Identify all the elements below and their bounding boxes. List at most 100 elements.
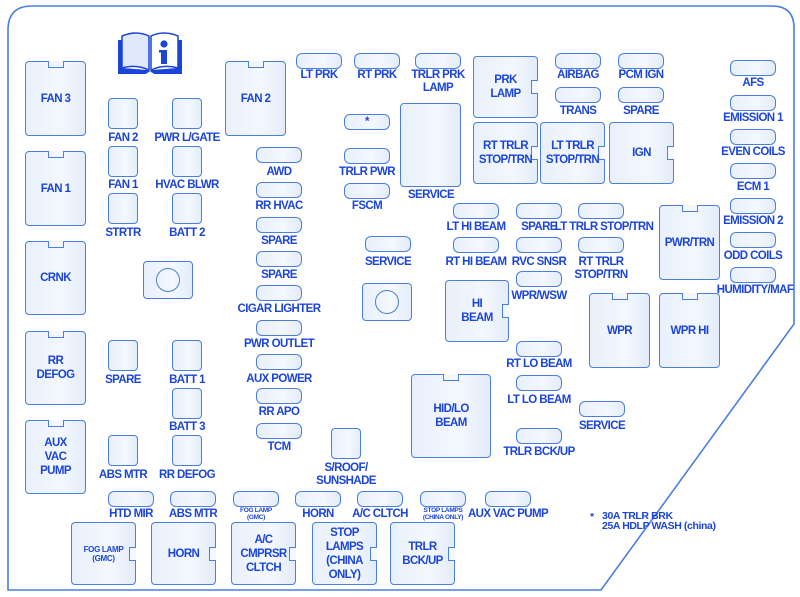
fuse-odd-coils[interactable]	[730, 232, 776, 248]
fuse-pcm-ign[interactable]	[618, 53, 664, 69]
footnote-line: 30A TRLR BRK	[602, 510, 673, 522]
fuse-label: RT LO BEAM	[506, 358, 572, 370]
fuse-rr-defog-square[interactable]	[172, 435, 202, 466]
fuse-aux-power[interactable]	[256, 354, 302, 370]
relay-wpr-hi[interactable]: WPR HI	[659, 293, 720, 368]
relay-horn[interactable]: HORN	[151, 522, 216, 585]
relay-label: LT TRLR STOP/TRN	[545, 140, 600, 166]
fuse-rt-trlr-stop-trn[interactable]	[578, 237, 624, 253]
fuse-label: RR DEFOG	[159, 469, 216, 481]
fuse-awd[interactable]	[256, 147, 302, 163]
relay-label: A/C CMPRSR CLTCH	[240, 533, 287, 574]
fuse-lt-prk[interactable]	[296, 53, 342, 69]
fuse-trlr-bck-up[interactable]	[516, 428, 562, 444]
fuse-pwr-outlet[interactable]	[256, 320, 302, 336]
relay-hid-lo-beam[interactable]: HID/LO BEAM	[411, 374, 491, 458]
relay-lt-trlr-stop-trn[interactable]: LT TRLR STOP/TRN	[540, 122, 605, 184]
fuse-htd-mir[interactable]	[108, 491, 154, 507]
fuse-strtr[interactable]	[108, 193, 138, 224]
relay-ign[interactable]: IGN	[609, 122, 674, 184]
fuse-label: FAN 1	[108, 179, 138, 191]
star-icon: *	[590, 511, 594, 523]
fuse-cigar-lighter[interactable]	[256, 285, 302, 301]
fuse-airbag[interactable]	[555, 53, 601, 69]
fuse-lt-trlr-stop-trn[interactable]	[578, 203, 624, 219]
fuse-trlr-pwr[interactable]	[344, 148, 390, 164]
fuse-aux-vac-pump-mini[interactable]	[485, 491, 531, 507]
fuse-spare-1[interactable]	[256, 217, 302, 233]
relay-pwr-trn[interactable]: PWR/TRN	[659, 205, 720, 280]
fuse-batt-3[interactable]	[172, 388, 202, 419]
fuse-emission-2[interactable]	[730, 198, 776, 214]
relay-trlr-bck-up[interactable]: TRLR BCK/UP	[390, 522, 455, 585]
fuse-star-trlr-brk[interactable]: *	[344, 114, 390, 130]
fuse-label: EVEN COILS	[721, 146, 785, 158]
fuse-ac-cltch[interactable]	[357, 491, 403, 507]
stud-center	[362, 283, 412, 321]
fuse-spare-square[interactable]	[108, 340, 138, 371]
relay-fan-2[interactable]: FAN 2	[225, 61, 286, 136]
relay-fan-3[interactable]: FAN 3	[25, 61, 86, 136]
relay-stop-lamps-china[interactable]: STOP LAMPS (CHINA ONLY)	[312, 522, 377, 585]
fuse-lt-lo-beam[interactable]	[516, 375, 562, 391]
fuse-rr-hvac[interactable]	[256, 182, 302, 198]
relay-aux-vac-pump[interactable]: AUX VAC PUMP	[25, 420, 86, 494]
relay-fog-lamp-gmc[interactable]: FOG LAMP (GMC)	[71, 522, 136, 585]
fuse-trlr-prk-lamp[interactable]	[415, 53, 461, 69]
relay-tab	[289, 546, 296, 561]
fuse-sroof-sunshade[interactable]	[331, 428, 361, 459]
fuse-abs-mtr-mini[interactable]	[170, 491, 216, 507]
fuse-rt-lo-beam[interactable]	[516, 341, 562, 357]
fuse-label: SPARE	[261, 235, 297, 247]
relay-wpr[interactable]: WPR	[589, 293, 650, 368]
fuse-tcm[interactable]	[256, 423, 302, 439]
fuse-horn-mini[interactable]	[295, 491, 341, 507]
relay-fan-1[interactable]: FAN 1	[25, 151, 86, 226]
fuse-spare-right[interactable]	[618, 87, 664, 103]
fuse-rvc-snsr[interactable]	[516, 237, 562, 253]
relay-crnk[interactable]: CRNK	[25, 241, 86, 315]
fuse-batt-2[interactable]	[172, 193, 202, 224]
fuse-humidity-maf[interactable]	[730, 267, 776, 283]
relay-rt-trlr-stop-trn[interactable]: RT TRLR STOP/TRN	[473, 122, 538, 184]
fuse-hvac-blwr[interactable]	[172, 146, 202, 177]
fuse-stop-lamps-china-mini[interactable]	[420, 491, 466, 507]
relay-prk-lamp[interactable]: PRK LAMP	[473, 56, 538, 118]
fuse-wpr-wsw[interactable]	[516, 271, 562, 287]
fuse-rt-hi-beam[interactable]	[453, 237, 499, 253]
fuse-even-coils[interactable]	[730, 129, 776, 145]
fuse-lt-hi-beam[interactable]	[453, 203, 499, 219]
service-block[interactable]	[400, 103, 461, 187]
fuse-fan-2-square[interactable]	[108, 98, 138, 129]
relay-rr-defog[interactable]: RR DEFOG	[25, 331, 86, 405]
relay-tab	[47, 151, 64, 158]
fuse-emission-1[interactable]	[730, 95, 776, 111]
relay-hi-beam[interactable]: HI BEAM	[445, 280, 509, 342]
fuse-ecm-1[interactable]	[730, 163, 776, 179]
relay-label: FAN 2	[240, 92, 271, 105]
relay-label: AUX VAC PUMP	[40, 437, 71, 477]
service-block-label: SERVICE	[407, 189, 455, 201]
relay-label: WPR HI	[670, 324, 710, 337]
fuse-service-middle[interactable]	[365, 236, 411, 252]
fuse-trans[interactable]	[555, 87, 601, 103]
fuse-batt-1[interactable]	[172, 340, 202, 371]
fuse-spare-center[interactable]	[516, 203, 562, 219]
fuse-abs-mtr-square[interactable]	[108, 435, 138, 466]
fuse-label: AIRBAG	[557, 69, 599, 81]
fuse-afs[interactable]	[730, 60, 776, 76]
fuse-label: RR APO	[258, 406, 300, 418]
fuse-pwr-lgate[interactable]	[172, 98, 202, 129]
relay-ac-cmprsr-cltch[interactable]: A/C CMPRSR CLTCH	[231, 522, 296, 585]
relay-tab	[681, 205, 698, 212]
fuse-fog-lamp-gmc-mini[interactable]	[233, 491, 279, 507]
fuse-label: TRANS	[559, 105, 597, 117]
fuse-rt-prk[interactable]	[354, 53, 400, 69]
fuse-fscm[interactable]	[344, 183, 390, 199]
fuse-label: ABS MTR	[98, 469, 148, 481]
fuse-fan-1-square[interactable]	[108, 146, 138, 177]
fuse-label: SPARE	[521, 221, 557, 233]
fuse-service-right[interactable]	[579, 401, 625, 417]
fuse-spare-2[interactable]	[256, 251, 302, 267]
fuse-rr-apo[interactable]	[256, 388, 302, 404]
